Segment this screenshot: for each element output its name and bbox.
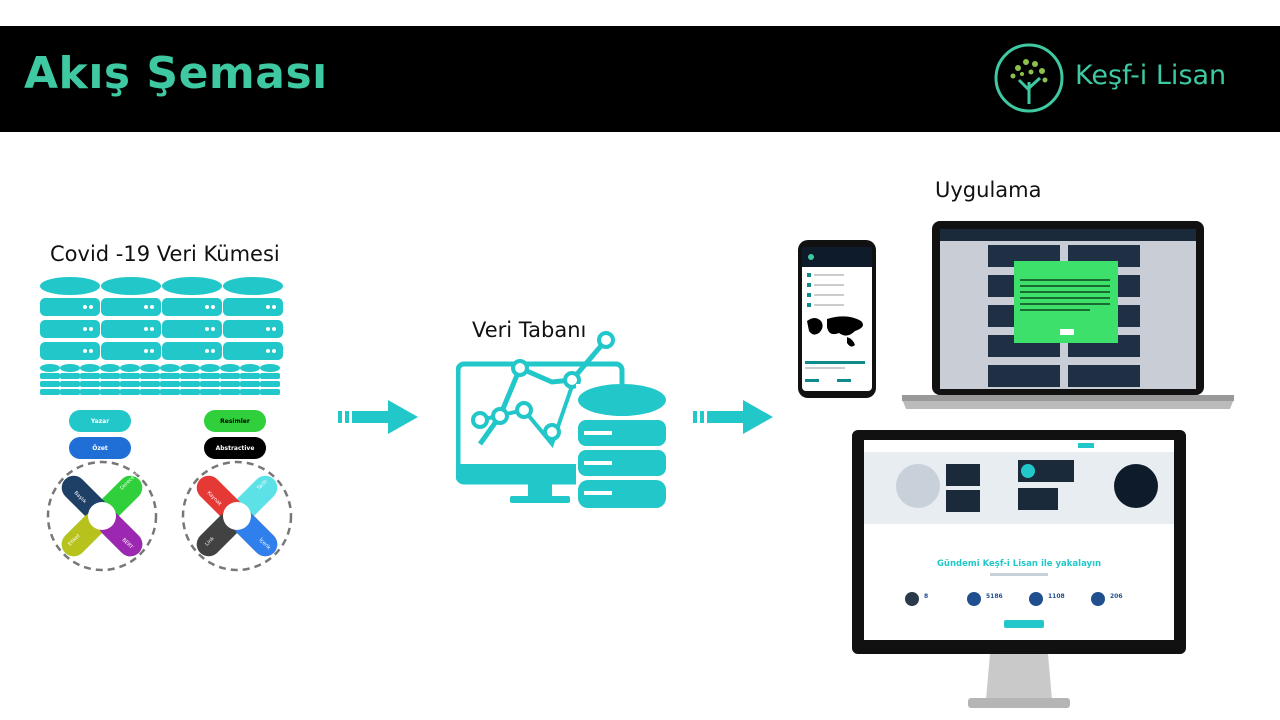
brand-name: Keşf-i Lisan	[1075, 60, 1227, 91]
right-cross-label-2: Link	[204, 536, 216, 548]
right-cross-diagram: Kaynak Tarih Link İçerik	[181, 460, 293, 572]
arrow-right-icon-2	[693, 400, 773, 434]
desktop-monitor-mockup: Gündemi Keşf-i Lisan ile yakalayın 8 518…	[852, 430, 1186, 708]
phone-mockup	[798, 240, 876, 398]
tree-logo-icon	[994, 43, 1064, 113]
arrow-right-icon	[338, 400, 418, 434]
stat-2: 1108	[1048, 593, 1065, 600]
dataset-label: Covid -19 Veri Kümesi	[50, 242, 280, 266]
slide-title: Akış Şeması	[24, 48, 328, 99]
laptop-mockup	[902, 221, 1234, 409]
header-bar	[0, 26, 1280, 132]
tag-ozet: Özet	[69, 437, 131, 459]
stat-3: 206	[1110, 593, 1123, 600]
tag-abstractive: Abstractive	[204, 437, 266, 459]
stat-0: 8	[924, 593, 928, 600]
database-analytics-icon	[456, 331, 668, 512]
left-cross-diagram: Başlık Derecelnix Etiket BERT	[46, 460, 158, 572]
tag-yazar: Yazar	[69, 410, 131, 432]
stat-1: 5186	[986, 593, 1003, 600]
tag-resimler: Resimler	[204, 410, 266, 432]
dataset-databases-icon	[40, 277, 283, 395]
database-label: Veri Tabanı	[472, 318, 587, 342]
desktop-heading: Gündemi Keşf-i Lisan ile yakalayın	[937, 559, 1101, 569]
app-label: Uygulama	[935, 178, 1042, 202]
